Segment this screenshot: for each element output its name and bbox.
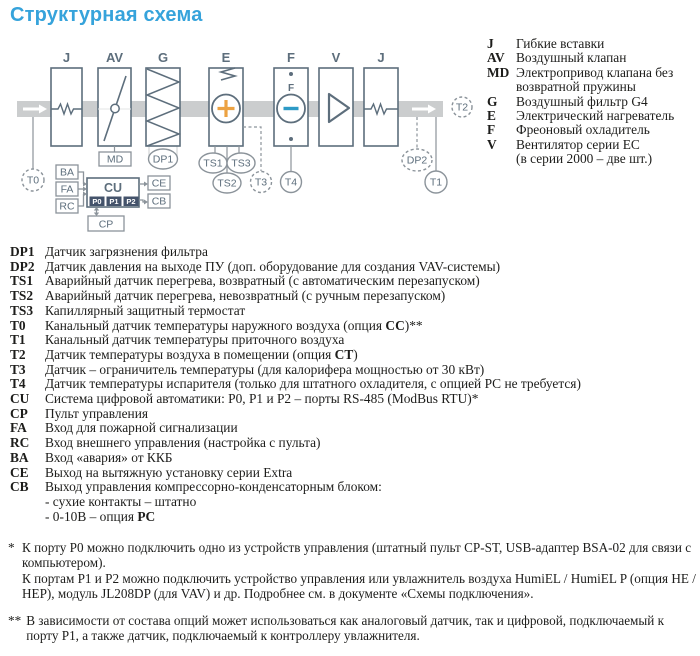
label-t0: T0 [27, 175, 39, 187]
md-box [98, 151, 132, 167]
label-e: E [222, 50, 231, 65]
label-f: F [287, 50, 295, 65]
fan-triangle-icon [327, 92, 351, 124]
heater-plus-icon [217, 100, 235, 117]
airflow-arrows [23, 104, 436, 114]
label-cu: CU [104, 181, 122, 195]
label-j2: J [377, 50, 384, 65]
sensor-ts2 [212, 172, 242, 194]
box-flex-insert-right [363, 67, 399, 147]
label-ba: BA [60, 167, 74, 179]
label-cb: CB [152, 196, 167, 208]
sensor-t0 [21, 168, 45, 192]
filter-zigzag-icon [145, 68, 182, 147]
sensor-t2 [451, 96, 473, 118]
sensor-connectors [32, 117, 437, 173]
list-subrow: - 0-10В – опция PC [45, 508, 156, 524]
cb-box [147, 193, 171, 209]
flex-insert-icon [51, 101, 82, 117]
sensor-t4 [279, 170, 303, 194]
footnote-2: ** В зависимости от состава опций может … [8, 613, 665, 644]
label-p0: P0 [92, 197, 101, 206]
sensor-dp2 [401, 148, 433, 172]
cp-box [87, 215, 125, 232]
label-md: MD [107, 154, 124, 166]
sensors [21, 96, 473, 194]
box-filter [145, 67, 181, 147]
structural-scheme-diagram: J AV G E F V J F T0 DP1 TS1 TS3 TS2 T3 T… [17, 50, 473, 232]
label-fa: FA [61, 184, 74, 196]
sensor-t3 [249, 170, 273, 194]
footnotes: * К порту P0 можно подключить одно из ус… [8, 540, 698, 656]
label-ts3: TS3 [231, 158, 250, 170]
unit-boxes [50, 67, 399, 147]
sensor-dp1 [147, 148, 179, 170]
footnote-1: * К порту P0 можно подключить одно из ус… [8, 540, 696, 601]
label-av: AV [106, 50, 123, 65]
label-t3: T3 [255, 177, 267, 189]
label-t4: T4 [285, 177, 297, 189]
label-ts1: TS1 [203, 158, 222, 170]
control-cluster [55, 151, 171, 232]
label-f-inner: F [288, 83, 294, 94]
heating-element-icon [218, 67, 238, 81]
label-ts2: TS2 [217, 178, 236, 190]
cooler-bottom-dot [289, 137, 293, 141]
label-t1: T1 [430, 177, 442, 189]
label-g: G [158, 50, 168, 65]
port-p0-block [89, 196, 105, 206]
label-dp2: DP2 [407, 155, 428, 167]
port-p2-block [123, 196, 139, 206]
diagram-labels: J AV G E F V J F T0 DP1 TS1 TS3 TS2 T3 T… [27, 50, 468, 231]
cooler-top-dot [289, 72, 293, 76]
label-p1: P1 [109, 197, 118, 206]
label-ce: CE [152, 178, 167, 190]
sensor-ts3 [226, 152, 256, 174]
label-rc: RC [59, 201, 75, 213]
flex-insert-icon [364, 101, 398, 117]
damper-axis-icon [110, 103, 120, 114]
list-subrow: - сухие контакты – штатно [45, 493, 197, 509]
page-title: Структурная схема [10, 4, 203, 26]
unit-symbols [51, 67, 398, 147]
label-cp: CP [99, 219, 114, 231]
sensor-t1 [424, 170, 448, 194]
label-v: V [332, 50, 341, 65]
label-dp1: DP1 [153, 154, 174, 166]
label-j1: J [63, 50, 70, 65]
ce-box [147, 175, 171, 191]
label-t2: T2 [456, 102, 468, 114]
wire-arrowheads [83, 181, 148, 216]
label-p2: P2 [126, 197, 135, 206]
port-p1-block [106, 196, 122, 206]
